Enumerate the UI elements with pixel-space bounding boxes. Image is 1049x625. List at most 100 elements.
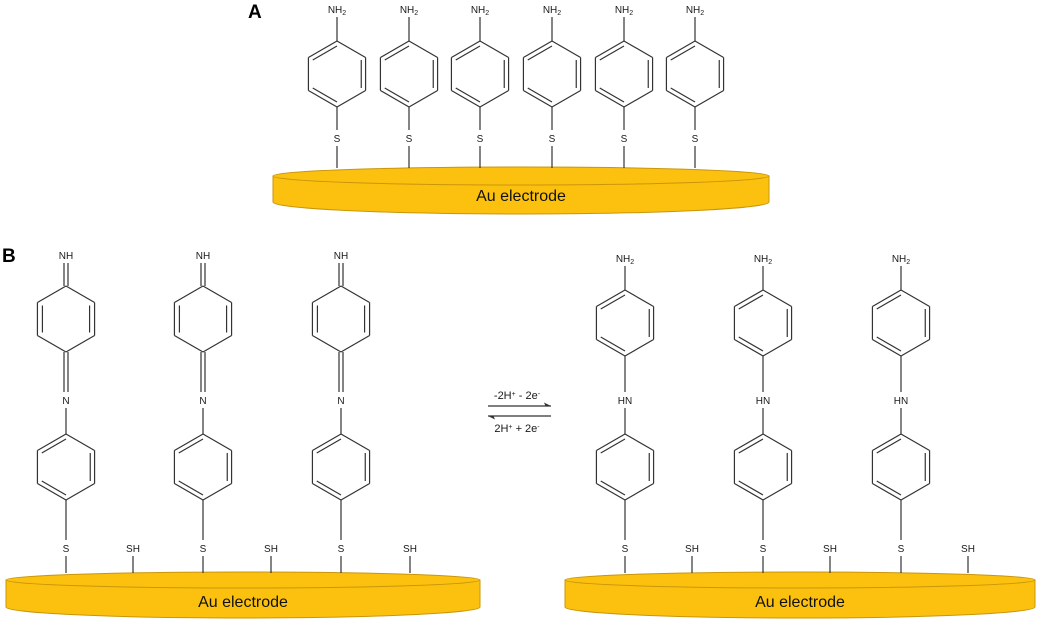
electrode-b-right-label: Au electrode <box>755 594 845 611</box>
ring-bond <box>872 338 902 357</box>
bridge-nitrogen-label: N <box>337 396 344 407</box>
electrode-a-body <box>272 175 770 215</box>
sulfur-label: S <box>338 544 345 555</box>
amine-label: NH2 <box>754 254 772 266</box>
ring-bond <box>340 433 370 452</box>
ring-bond <box>666 89 696 108</box>
thiol-label: SH <box>961 544 975 555</box>
bridge-amine-label: HN <box>894 396 908 407</box>
ring-bond <box>202 285 232 304</box>
ring-bond <box>762 482 792 501</box>
ring-bond <box>595 89 625 108</box>
ring-double-bond <box>600 336 626 352</box>
ring-bond <box>624 338 654 357</box>
ring-bond <box>451 40 481 59</box>
ring-bond <box>734 482 764 501</box>
ring-double-bond <box>455 87 481 103</box>
ring-bond <box>595 40 625 59</box>
ring-bond <box>37 334 67 353</box>
sulfur-label: S <box>622 544 629 555</box>
ring-bond <box>872 482 902 501</box>
amine-label: NH2 <box>543 5 561 17</box>
ring-bond <box>596 482 626 501</box>
ring-double-bond <box>41 438 67 454</box>
amine-label: NH2 <box>615 5 633 17</box>
ring-bond <box>872 289 902 308</box>
amine-label: NH2 <box>328 5 346 17</box>
ring-bond <box>336 89 366 108</box>
bridge-nitrogen-label: N <box>62 396 69 407</box>
ring-double-bond <box>455 45 481 61</box>
ring-bond <box>900 482 930 501</box>
sulfur-label: S <box>200 544 207 555</box>
ring-double-bond <box>876 294 902 310</box>
ring-bond <box>624 482 654 501</box>
ring-bond <box>451 89 481 108</box>
sulfur-label: S <box>760 544 767 555</box>
ring-double-bond <box>876 336 902 352</box>
ring-bond <box>312 433 342 452</box>
amine-label: NH2 <box>400 5 418 17</box>
forward-condition: -2H+ - 2e- <box>494 390 541 402</box>
sulfur-label: S <box>63 544 70 555</box>
ring-bond <box>479 40 509 59</box>
ring-bond <box>900 289 930 308</box>
ring-bond <box>380 89 410 108</box>
ring-bond <box>734 433 764 452</box>
ring-double-bond <box>600 438 626 454</box>
electrode-b-right-body <box>564 579 1036 619</box>
ring-bond <box>65 285 95 304</box>
ring-double-bond <box>178 480 204 496</box>
sulfur-label: S <box>898 544 905 555</box>
ring-double-bond <box>527 45 553 61</box>
panel-label-a: A <box>248 2 262 23</box>
electrode-b-left-top <box>5 571 481 589</box>
ring-bond <box>308 40 338 59</box>
ring-bond <box>174 433 204 452</box>
electrode-b-left-body <box>5 579 481 619</box>
ring-bond <box>623 89 653 108</box>
ring-bond <box>734 289 764 308</box>
ring-bond <box>596 338 626 357</box>
amine-label: NH2 <box>686 5 704 17</box>
ring-double-bond <box>41 480 67 496</box>
ring-bond <box>872 433 902 452</box>
ring-bond <box>624 433 654 452</box>
bridge-amine-label: HN <box>756 396 770 407</box>
thiol-b-right-3: SH <box>961 544 975 573</box>
thiol-label: SH <box>264 544 278 555</box>
panel-label-b: B <box>2 246 16 267</box>
ring-double-bond <box>670 87 696 103</box>
reverse-arrow-head <box>488 416 495 420</box>
amine-label: NH2 <box>471 5 489 17</box>
bridge-nitrogen-label: N <box>199 396 206 407</box>
ring-bond <box>202 482 232 501</box>
amine-label: NH2 <box>892 254 910 266</box>
bridge-amine-label: HN <box>618 396 632 407</box>
ring-bond <box>174 334 204 353</box>
ring-double-bond <box>876 480 902 496</box>
electrode-a-top <box>272 166 770 186</box>
ring-bond <box>340 285 370 304</box>
ring-bond <box>694 40 724 59</box>
ring-double-bond <box>178 438 204 454</box>
sulfur-label: S <box>477 134 484 145</box>
ring-bond <box>312 482 342 501</box>
ring-bond <box>340 482 370 501</box>
ring-bond <box>900 433 930 452</box>
ring-double-bond <box>527 87 553 103</box>
ring-bond <box>312 334 342 353</box>
thiol-b-left-3: SH <box>403 544 417 573</box>
sulfur-label: S <box>621 134 628 145</box>
ring-double-bond <box>316 480 342 496</box>
ring-double-bond <box>384 45 410 61</box>
ring-bond <box>623 40 653 59</box>
